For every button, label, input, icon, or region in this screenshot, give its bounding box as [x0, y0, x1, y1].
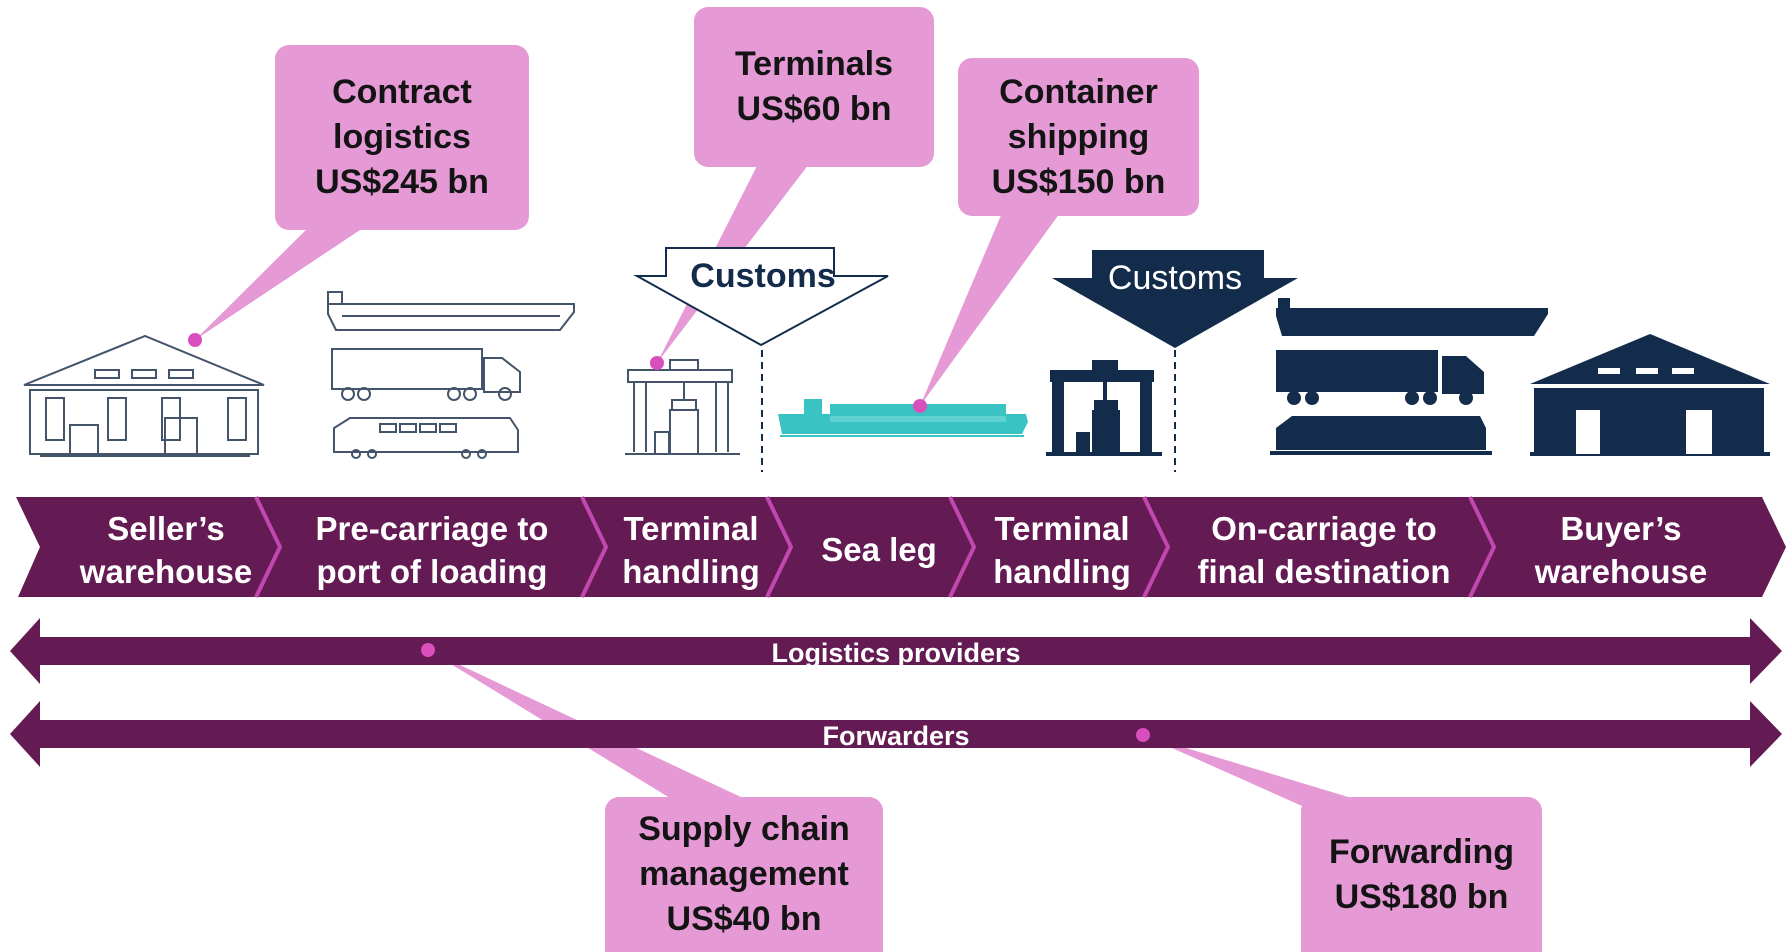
dot-forwarding [1136, 728, 1150, 742]
callout-container-line2: shipping [1007, 117, 1150, 156]
customs-left-label: Customs [690, 257, 835, 295]
seller-warehouse-icon [23, 334, 265, 457]
terminal-crane-right-icon [1046, 360, 1162, 456]
on-carriage-transport-icon [1270, 298, 1548, 455]
callout-terminals-line2: US$60 bn [736, 90, 892, 128]
buyer-warehouse-details [1576, 368, 1712, 454]
dot-terminals [650, 356, 664, 370]
pointer-forwarding [1143, 735, 1378, 806]
callout-container-shipping: Container shipping US$150 bn [958, 58, 1199, 216]
callout-contract-line3: US$245 bn [315, 163, 489, 201]
dot-contract-logistics [188, 333, 202, 347]
callout-terminals-line1: Terminals [734, 45, 894, 83]
callout-forwarding-line2: US$180 bn [1334, 877, 1509, 916]
buyer-warehouse-icon [1530, 334, 1770, 456]
stage-pre-carriage-line1: Pre-carriage to [316, 510, 549, 547]
terminal-crane-left-icon [625, 359, 740, 455]
pointer-contract-logistics [195, 214, 384, 340]
callout-forwarding-line1: Forwarding [1328, 832, 1515, 871]
stage-terminal-left-line2: handling [622, 553, 759, 590]
stage-seller-line2: warehouse [79, 553, 252, 590]
band-forwarders: Forwarders [10, 701, 1782, 767]
callout-supply-line1: Supply chain [638, 810, 850, 848]
callout-supply-line2: management [639, 855, 849, 893]
callout-supply-chain-management: Supply chain management US$40 bn [605, 797, 883, 952]
callout-terminals: Terminals US$60 bn [694, 7, 934, 167]
chevron-on-carriage [1144, 497, 1494, 597]
callout-container-line3: US$150 bn [991, 162, 1166, 201]
band-logistics-providers-label: Logistics providers [771, 638, 1020, 668]
stage-buyer-line2: warehouse [1534, 553, 1707, 590]
stage-labels: Seller’s warehouse Pre-carriage to port … [79, 510, 1707, 590]
callout-contract-line1: Contract [332, 73, 472, 111]
band-logistics-providers: Logistics providers [10, 618, 1782, 684]
container-ship-icon [778, 399, 1028, 437]
stage-sea-leg-line1: Sea leg [821, 531, 937, 568]
pointer-dots [188, 333, 1150, 742]
pre-carriage-transport-icon [327, 291, 575, 459]
pointer-container-shipping [920, 206, 1065, 406]
stage-terminal-right-line1: Terminal [994, 510, 1129, 547]
callout-contract-logistics: Contract logistics US$245 bn [275, 45, 529, 230]
stage-buyer-line1: Buyer’s [1560, 510, 1681, 547]
customs-left-arrow: Customs [633, 247, 889, 347]
chevron-buyer-warehouse [1470, 497, 1786, 597]
stage-pre-carriage-line2: port of loading [317, 553, 548, 590]
chevron-terminal-left [582, 497, 791, 597]
stage-terminal-right-line2: handling [993, 553, 1130, 590]
customs-right-label: Customs [1108, 259, 1242, 297]
stage-chevron-banner [16, 496, 1786, 598]
stage-terminal-left-line1: Terminal [623, 510, 758, 547]
chevron-separators [254, 496, 1497, 598]
chevron-terminal-right [950, 497, 1168, 597]
callout-container-line1: Container [999, 72, 1158, 111]
stage-seller-line1: Seller’s [107, 510, 224, 547]
dot-container-shipping [913, 399, 927, 413]
callout-contract-line2: logistics [333, 118, 471, 156]
callout-forwarding: Forwarding US$180 bn [1301, 797, 1542, 952]
stage-on-carriage-line2: final destination [1197, 553, 1450, 590]
stage-on-carriage-line1: On-carriage to [1211, 510, 1437, 547]
chevron-sea-leg [767, 497, 974, 597]
band-forwarders-label: Forwarders [822, 721, 969, 751]
callout-supply-line3: US$40 bn [666, 900, 822, 938]
dot-supply-chain [421, 643, 435, 657]
chevron-seller-warehouse [16, 497, 280, 597]
customs-right-arrow: Customs [1052, 250, 1298, 348]
chevron-pre-carriage [256, 497, 606, 597]
